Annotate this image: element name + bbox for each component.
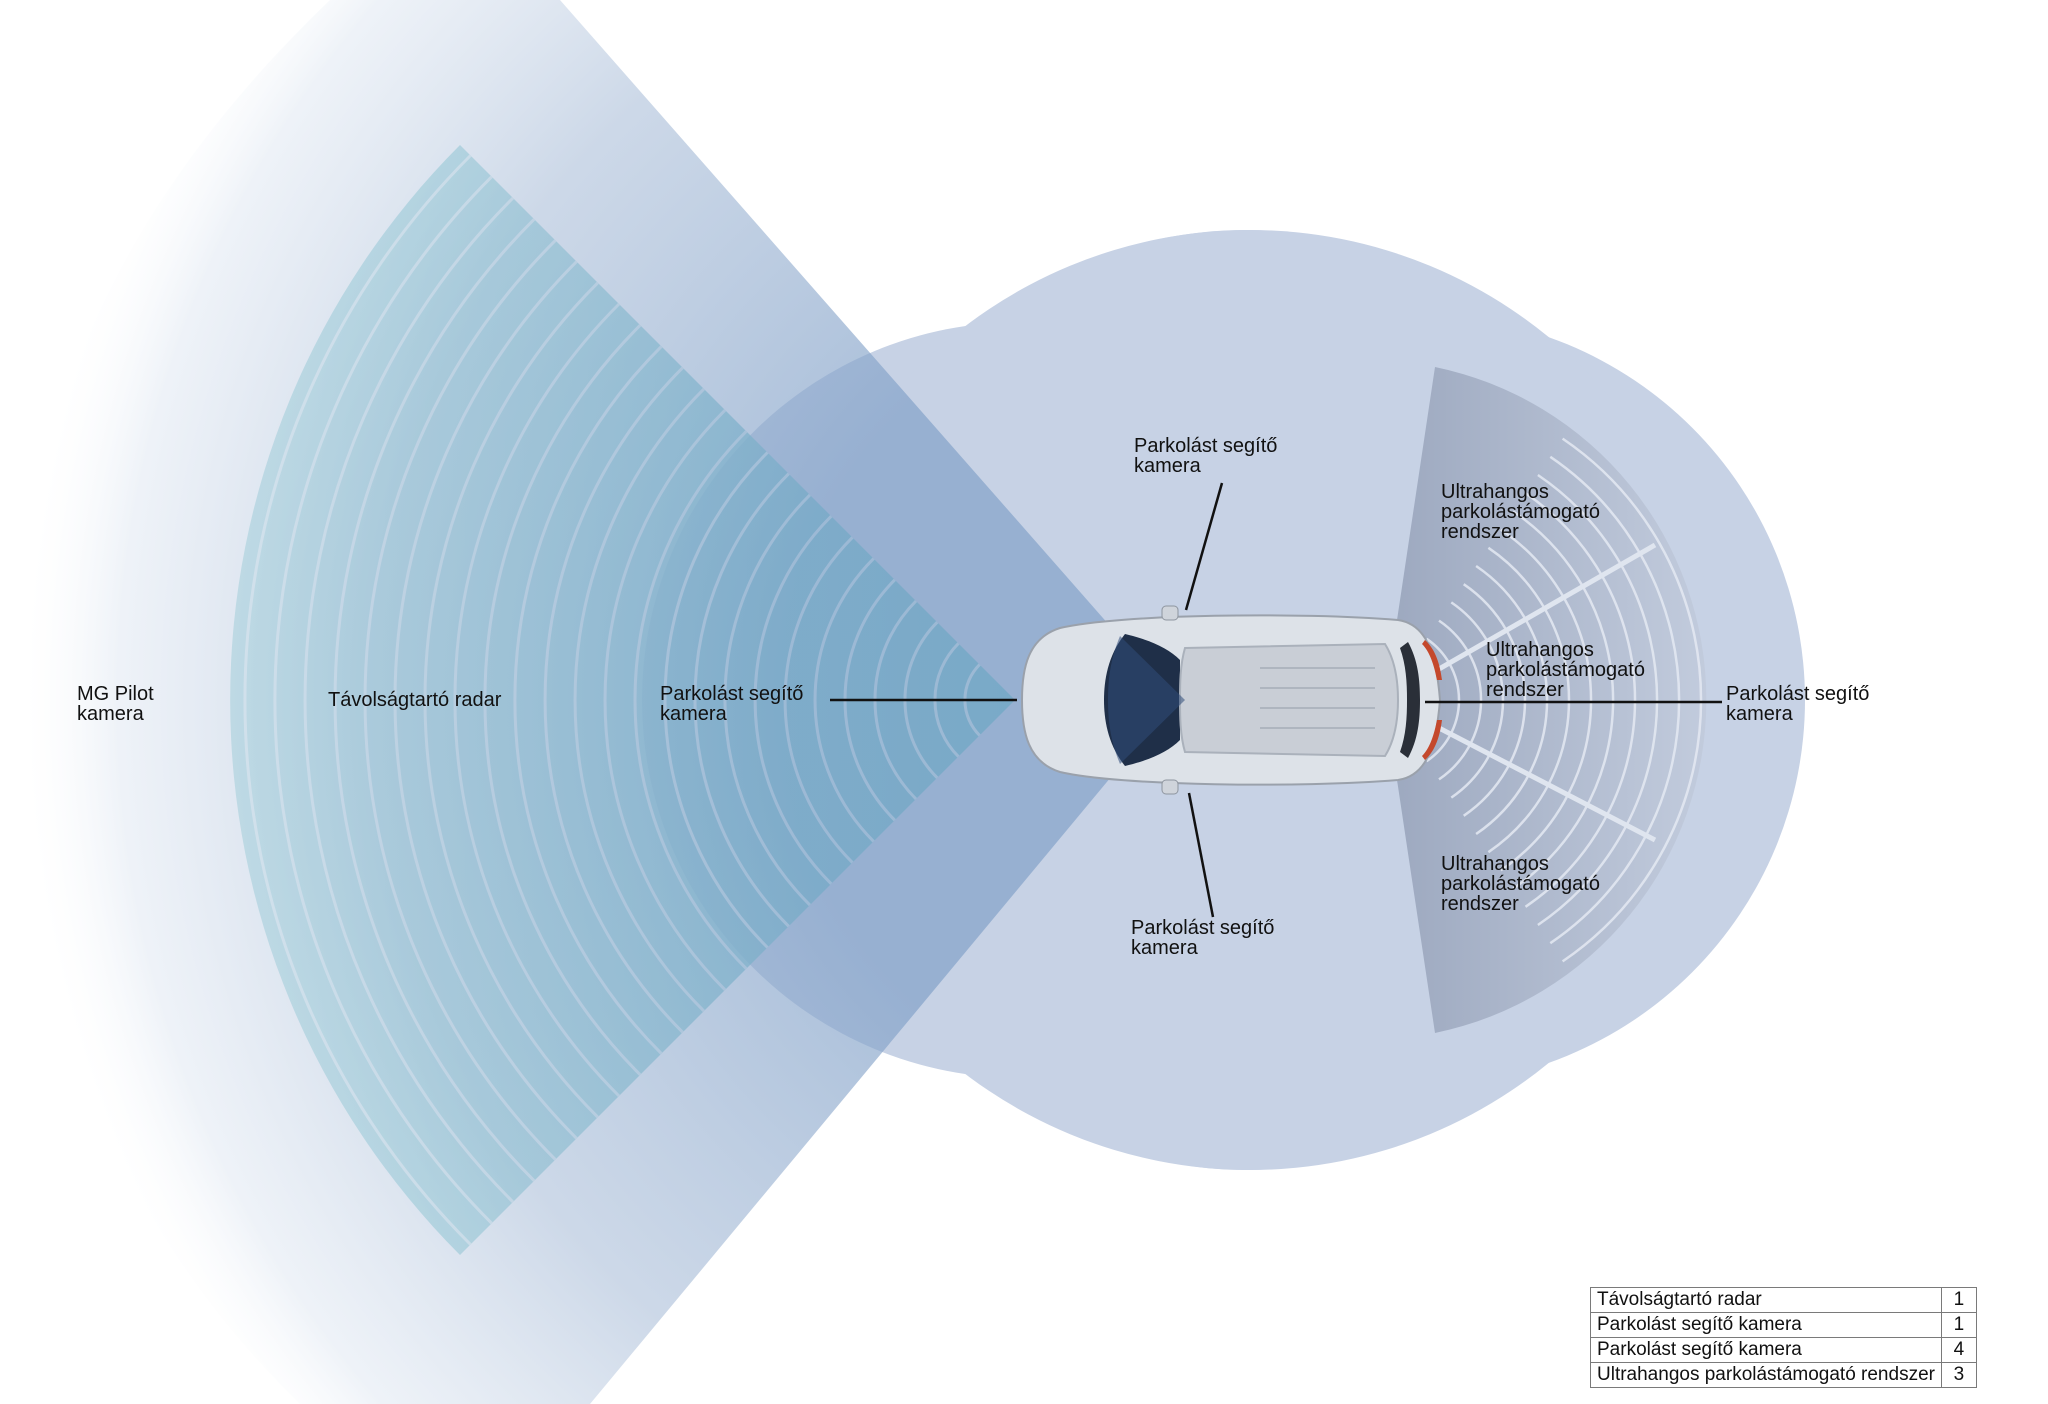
mg-pilot-label-line1: MG Pilot xyxy=(77,683,154,705)
ultrasonic-wave-arc xyxy=(1512,510,1615,890)
ultra-top-line2: parkolástámogató xyxy=(1441,501,1600,523)
front-camera-cone xyxy=(1108,636,1185,764)
leader-bottom-camera xyxy=(1187,792,1215,918)
mg-pilot-label-line2: kamera xyxy=(77,703,144,725)
tail-light-bottom xyxy=(1422,720,1442,760)
top-parking-camera-label: Parkolást segítő kamera xyxy=(1134,436,1277,476)
ultrasonic-wave-arc xyxy=(1462,583,1527,817)
mg-pilot-camera-cone xyxy=(24,0,1175,1404)
rear-camera-label-line2: kamera xyxy=(1726,703,1793,725)
ultrasonic-mid-label: Ultrahangos parkolástámogató rendszer xyxy=(1486,640,1645,700)
legend-row: Ultrahangos parkolástámogató rendszer 3 xyxy=(1590,1362,1977,1388)
ultrasonic-wave-arc xyxy=(1537,473,1659,927)
ultrasonic-wave-arc xyxy=(1561,437,1703,963)
car-roof xyxy=(1179,642,1400,758)
legend-count: 3 xyxy=(1940,1362,1977,1388)
ultra-bottom-line3: rendszer xyxy=(1441,893,1519,915)
mg-pilot-camera-label: MG Pilot kamera xyxy=(77,684,154,724)
ultrasonic-top-label: Ultrahangos parkolástámogató rendszer xyxy=(1441,482,1600,542)
car-top-view xyxy=(1020,605,1442,795)
legend-row: Parkolást segítő kamera 1 xyxy=(1590,1312,1977,1338)
ultra-top-line3: rendszer xyxy=(1441,521,1519,543)
top-camera-label-line1: Parkolást segítő xyxy=(1134,435,1278,457)
legend-row: Parkolást segítő kamera 4 xyxy=(1590,1337,1977,1363)
legend-label: Távolságtartó radar xyxy=(1590,1287,1942,1313)
rear-parking-camera-label: Parkolást segítő kamera xyxy=(1726,684,1869,724)
legend-row: Távolságtartó radar 1 xyxy=(1590,1287,1977,1313)
ultrasonic-wave-arc xyxy=(1549,455,1681,945)
rear-window xyxy=(1400,642,1420,758)
leader-top-camera xyxy=(1184,482,1224,611)
ultrasonic-bottom-label: Ultrahangos parkolástámogató rendszer xyxy=(1441,854,1600,914)
ultrasonic-wave-arc xyxy=(1438,619,1483,781)
mirror-top xyxy=(1161,605,1179,621)
legend-label: Ultrahangos parkolástámogató rendszer xyxy=(1590,1362,1942,1388)
rear-camera-label-line1: Parkolást segítő xyxy=(1726,683,1870,705)
radar-label-text: Távolságtartó radar xyxy=(328,689,502,711)
ultrasonic-wave-arc xyxy=(1500,528,1593,872)
ultra-bottom-line1: Ultrahangos xyxy=(1441,853,1549,875)
ultra-mid-line2: parkolástámogató xyxy=(1486,659,1645,681)
ultra-bottom-line2: parkolástámogató xyxy=(1441,873,1600,895)
front-parking-camera-label: Parkolást segítő kamera xyxy=(660,684,803,724)
legend-count: 1 xyxy=(1940,1312,1977,1338)
legend-count: 1 xyxy=(1940,1287,1977,1313)
mirror-bottom xyxy=(1161,779,1179,795)
bottom-camera-label-line1: Parkolást segítő xyxy=(1131,917,1275,939)
ultrasonic-wave-arc xyxy=(1475,564,1549,836)
legend-label: Parkolást segítő kamera xyxy=(1590,1337,1942,1363)
legend-label: Parkolást segítő kamera xyxy=(1590,1312,1942,1338)
sensor-legend-table: Távolságtartó radar 1 Parkolást segítő k… xyxy=(1590,1287,1977,1388)
bottom-parking-camera-label: Parkolást segítő kamera xyxy=(1131,918,1274,958)
leader-lines xyxy=(830,482,1722,918)
front-camera-label-line1: Parkolást segítő xyxy=(660,683,804,705)
ultra-mid-line3: rendszer xyxy=(1486,679,1564,701)
front-camera-label-line2: kamera xyxy=(660,703,727,725)
top-camera-label-line2: kamera xyxy=(1134,455,1201,477)
ultrasonic-wave-arc xyxy=(1425,637,1461,763)
ultrasonic-wave-arc xyxy=(1450,601,1505,799)
ultrasonic-wave-arc xyxy=(1524,492,1637,908)
legend-count: 4 xyxy=(1940,1337,1977,1363)
tail-light-top xyxy=(1422,640,1442,680)
roof-ribs xyxy=(1260,667,1375,729)
bottom-camera-label-line2: kamera xyxy=(1131,937,1198,959)
ultra-top-line1: Ultrahangos xyxy=(1441,481,1549,503)
ultrasonic-wave-arc xyxy=(1487,546,1571,854)
radar-label: Távolságtartó radar xyxy=(328,690,501,710)
ultra-mid-line1: Ultrahangos xyxy=(1486,639,1594,661)
